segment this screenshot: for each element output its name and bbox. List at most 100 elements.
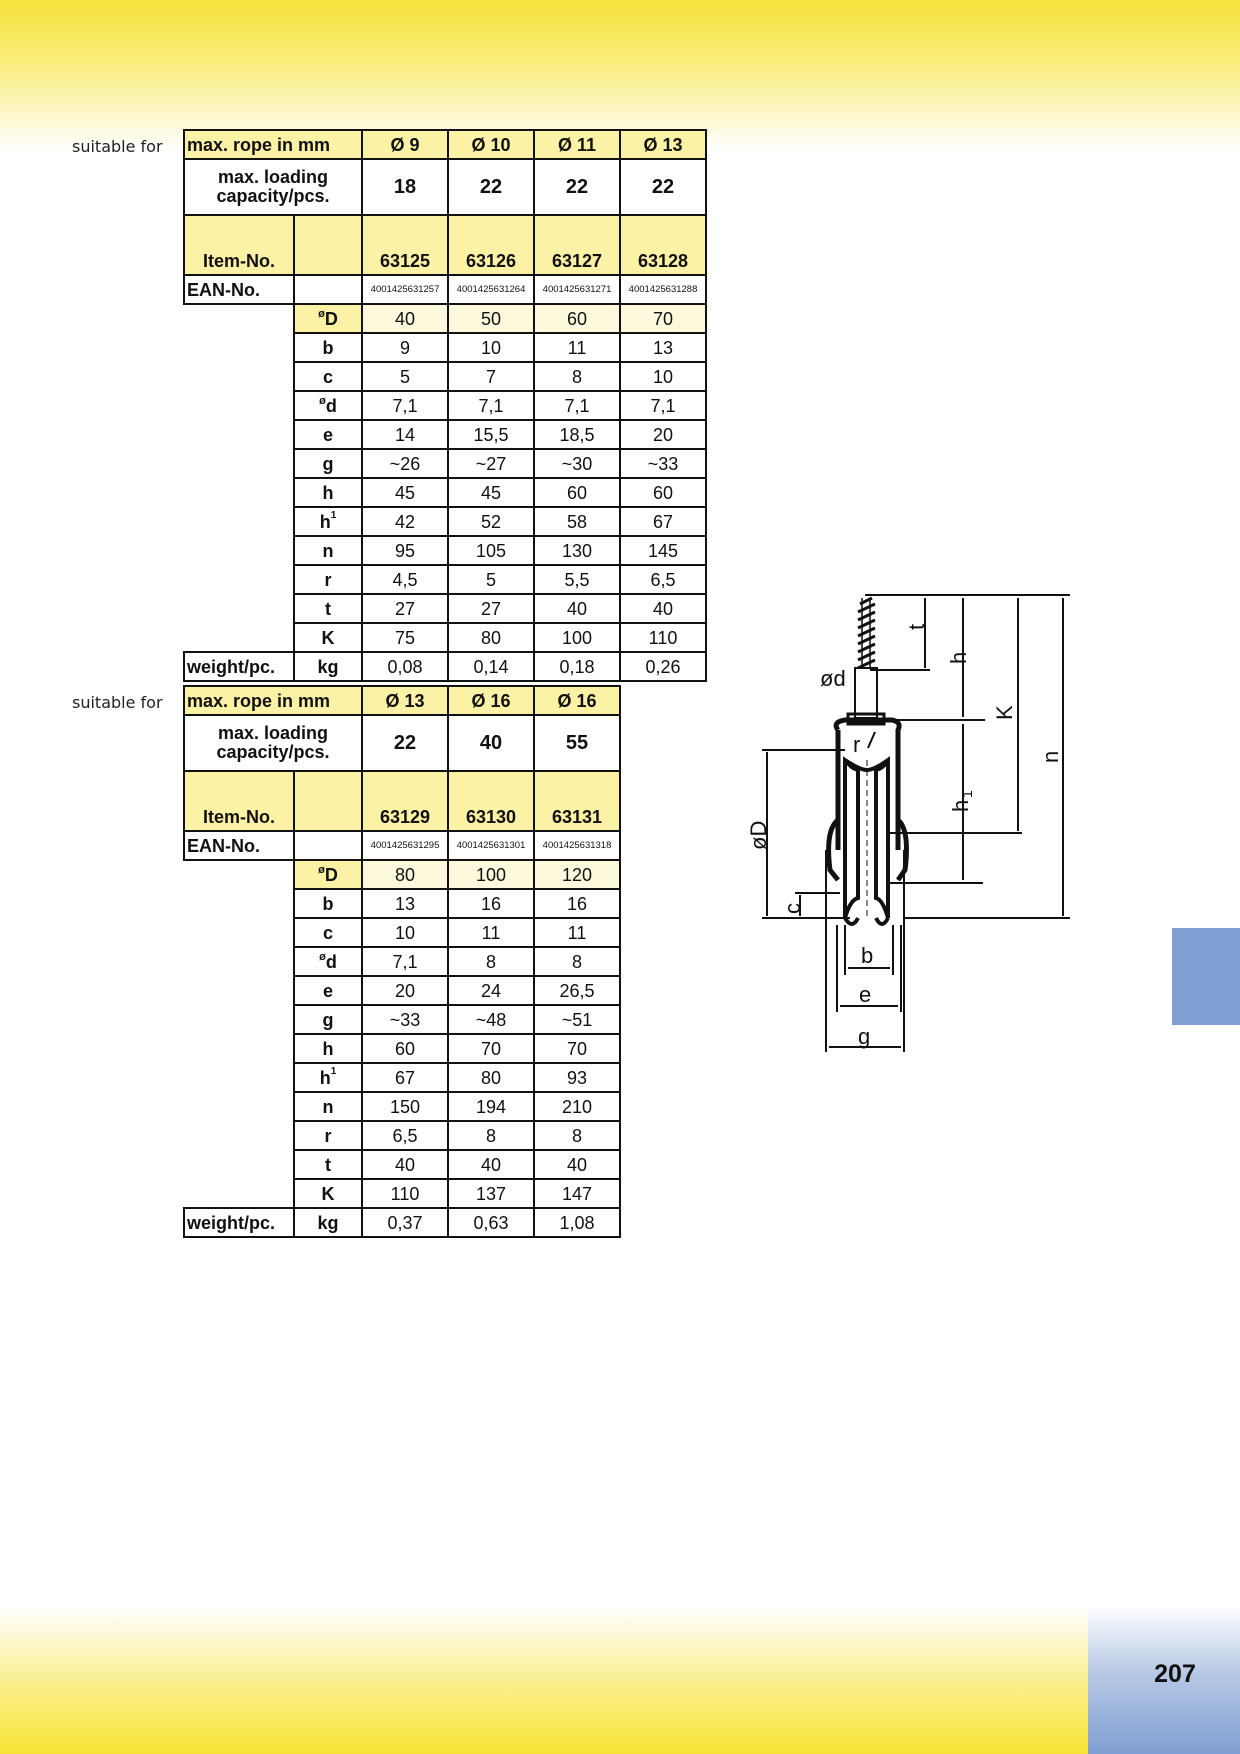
diameter-prefix: ø	[318, 307, 325, 320]
dimension-letter: t	[325, 598, 331, 619]
dimension-letter: c	[323, 366, 334, 387]
dimension-value: 13	[619, 332, 708, 363]
drawing-label-r: r	[853, 732, 860, 757]
dimension-value: 16	[447, 888, 536, 919]
dimension-value: 26,5	[533, 975, 622, 1006]
max-rope-label: max. rope in mm	[182, 685, 364, 716]
dimension-value: 6,5	[361, 1120, 450, 1151]
loading-capacity: 22	[533, 158, 622, 216]
dimension-symbol: øD	[292, 859, 364, 890]
dimension-letter: K	[321, 627, 335, 648]
dimension-symbol: h	[292, 1033, 364, 1064]
dimension-letter: e	[323, 980, 334, 1001]
blank-cell	[184, 594, 294, 623]
dimension-symbol: r	[292, 564, 364, 595]
dimension-value: ~33	[361, 1004, 450, 1035]
dimension-value: 110	[361, 1178, 450, 1209]
blank-cell	[184, 362, 294, 391]
dimension-value: 13	[361, 888, 450, 919]
blank-cell	[184, 860, 294, 889]
blank-cell	[184, 391, 294, 420]
dimension-letter: b	[322, 337, 334, 358]
dimension-letter: b	[322, 893, 334, 914]
dimension-symbol: øD	[292, 303, 364, 334]
dimension-value: 27	[447, 593, 536, 624]
dimension-value: 40	[361, 1149, 450, 1180]
rope-diameter: Ø 16	[447, 685, 536, 716]
dimension-value: 7,1	[447, 390, 536, 421]
item-no-label: Item-No.	[183, 214, 295, 276]
dimension-value: 15,5	[447, 419, 536, 450]
drawing-label-K: K	[992, 705, 1017, 720]
drawing-label-d: ød	[820, 666, 846, 691]
dimension-symbol: h1	[292, 1062, 364, 1093]
dimension-value: 8	[533, 1120, 622, 1151]
blank-cell	[184, 1150, 294, 1179]
drawing-label-h: h	[946, 652, 971, 664]
dimension-symbol: r	[292, 1120, 364, 1151]
dimension-value: 40	[447, 1149, 536, 1180]
loading-capacity: 22	[447, 158, 536, 216]
dimension-value: 24	[447, 975, 536, 1006]
dimension-value: 145	[619, 535, 708, 566]
dimension-value: ~51	[533, 1004, 622, 1035]
dimension-symbol: ød	[292, 390, 364, 421]
dimension-value: 100	[447, 859, 536, 890]
ean-number: 4001425631288	[619, 274, 708, 305]
bottom-yellow-band	[0, 1605, 1088, 1754]
dimension-letter: e	[323, 424, 334, 445]
item-no-spacer	[292, 214, 364, 276]
dimension-symbol: t	[292, 1149, 364, 1180]
dimension-letter: h	[319, 1067, 331, 1088]
dimension-value: 9	[361, 332, 450, 363]
loading-capacity: 22	[619, 158, 708, 216]
blank-cell	[184, 304, 294, 333]
dimension-value: 60	[533, 303, 622, 334]
dimension-value: 7,1	[361, 946, 450, 977]
dimension-value: 75	[361, 622, 450, 653]
weight-unit: kg	[292, 651, 364, 682]
dimension-letter: D	[324, 308, 338, 329]
blank-cell	[184, 507, 294, 536]
dimension-letter: d	[325, 395, 337, 416]
max-loading-label: max. loading capacity/pcs.	[182, 158, 364, 216]
dimension-value: 20	[361, 975, 450, 1006]
dimension-value: 93	[533, 1062, 622, 1093]
dimension-symbol: n	[292, 535, 364, 566]
dimension-letter: r	[324, 569, 332, 590]
dimension-symbol: h1	[292, 506, 364, 537]
dimension-letter: K	[321, 1183, 335, 1204]
dimension-value: ~27	[447, 448, 536, 479]
max-loading-label: max. loading capacity/pcs.	[182, 714, 364, 772]
dimension-value: 210	[533, 1091, 622, 1122]
item-number: 63125	[361, 214, 450, 276]
blank-cell	[184, 889, 294, 918]
blank-cell	[184, 333, 294, 362]
dimension-symbol: K	[292, 1178, 364, 1209]
blank-cell	[184, 420, 294, 449]
ean-number: 4001425631257	[361, 274, 450, 305]
blank-cell	[184, 1063, 294, 1092]
dimension-value: 194	[447, 1091, 536, 1122]
suitable-for-label-2: suitable for	[72, 693, 163, 712]
dimension-value: 110	[619, 622, 708, 653]
dimension-value: ~30	[533, 448, 622, 479]
dimension-value: 42	[361, 506, 450, 537]
drawing-label-b: b	[861, 943, 873, 968]
dimension-letter: g	[322, 453, 334, 474]
ean-no-label: EAN-No.	[183, 830, 295, 861]
drawing-label-h1: h	[948, 800, 973, 812]
blank-cell	[184, 478, 294, 507]
diameter-prefix: ø	[319, 950, 326, 963]
item-no-label: Item-No.	[183, 770, 295, 832]
blank-cell	[184, 1121, 294, 1150]
dimension-value: 7,1	[619, 390, 708, 421]
top-yellow-band	[0, 0, 1240, 150]
dimension-symbol: K	[292, 622, 364, 653]
weight-unit: kg	[292, 1207, 364, 1238]
dimension-value: 10	[361, 917, 450, 948]
ean-number: 4001425631264	[447, 274, 536, 305]
dimension-value: 8	[447, 1120, 536, 1151]
dimension-value: 18,5	[533, 419, 622, 450]
dimension-value: 8	[533, 946, 622, 977]
